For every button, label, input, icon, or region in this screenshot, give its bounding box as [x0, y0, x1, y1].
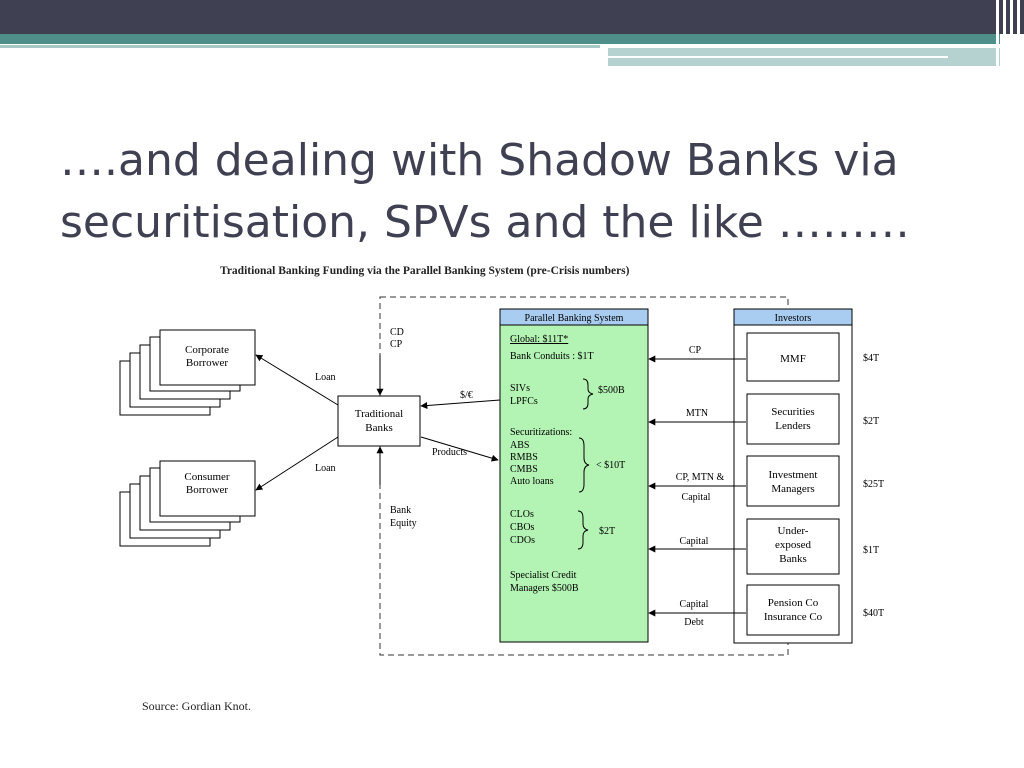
pbs-cbos: CBOs: [510, 522, 535, 533]
pbs-cmbs: CMBS: [510, 464, 538, 475]
corporate-borrower-label: Corporate: [185, 344, 229, 356]
pbs-box: [499, 324, 649, 643]
top-bar: [0, 0, 1024, 34]
investors-header: Investors: [775, 313, 812, 324]
pbs-global: Global: $11T*: [510, 334, 568, 345]
investor-inv-box: [746, 455, 840, 507]
source-note: Source: Gordian Knot.: [142, 699, 251, 713]
flow-cp-mtn: CP, MTN &: [676, 472, 725, 483]
corner-stripe: [1010, 0, 1013, 70]
investor-pension: Insurance Co: [764, 611, 823, 623]
flow-capital: Capital: [680, 536, 709, 547]
accent-line-white: [608, 56, 948, 58]
traditional-banks-label: Traditional: [355, 408, 404, 420]
investor-inv: Investment: [769, 469, 818, 481]
pbs-clo-value: $2T: [599, 526, 615, 537]
investor-sec-box: [746, 393, 840, 445]
diagram-heading: Traditional Banking Funding via the Para…: [220, 265, 630, 277]
flow-capital: Capital: [682, 492, 711, 503]
pbs-header: Parallel Banking System: [525, 313, 624, 324]
cd-label: CD: [390, 327, 404, 338]
consumer-borrower-stack: [119, 460, 256, 547]
bank-equity-label: Equity: [390, 518, 417, 529]
fx-label: $/€: [460, 390, 473, 401]
fx-flow-arrow: [420, 399, 501, 410]
accent-stripe: [0, 34, 1000, 44]
investor-pension-box: [746, 584, 840, 636]
traditional-banks-box: [337, 395, 421, 447]
amount-sec: $2T: [863, 416, 879, 427]
amount-pension: $40T: [863, 608, 884, 619]
cp-label: CP: [390, 339, 403, 350]
pbs-rmbs: RMBS: [510, 452, 538, 463]
amount-inv: $25T: [863, 479, 884, 490]
investor-under: Under-: [778, 525, 809, 537]
pbs-clos: CLOs: [510, 509, 534, 520]
investor-mmf: MMF: [780, 353, 806, 365]
pbs-cdos: CDOs: [510, 535, 535, 546]
investor-sec: Lenders: [775, 420, 810, 432]
bank-equity-label: Bank: [390, 505, 411, 516]
corner-stripe: [996, 0, 999, 70]
flow-debt: Debt: [684, 617, 704, 628]
amount-mmf: $4T: [863, 353, 879, 364]
amount-under: $1T: [863, 545, 879, 556]
pbs-sec-value: < $10T: [596, 460, 625, 471]
parallel-banking-diagram: Traditional Banking Funding via the Para…: [119, 265, 884, 713]
loan-label: Loan: [315, 372, 336, 383]
pbs-bank-conduits: Bank Conduits : $1T: [510, 351, 594, 362]
loan-arrow-consumer: [255, 436, 339, 491]
investor-mmf-box: [746, 332, 840, 382]
pbs-brace: [577, 510, 589, 550]
products-flow-arrow: [420, 436, 499, 462]
products-label: Products: [432, 447, 467, 458]
investor-under: exposed: [775, 539, 812, 551]
pbs-specialist: Managers $500B: [510, 583, 579, 594]
loan-arrow-corporate: [255, 354, 339, 406]
flow-capital: Capital: [680, 599, 709, 610]
slide-title: ….and dealing with Shadow Banks via secu…: [60, 130, 960, 254]
pbs-sivs: SIVs: [510, 383, 530, 394]
pbs-auto: Auto loans: [510, 476, 554, 487]
pbs-sivs-value: $500B: [598, 385, 625, 396]
title-line: securitisation, SPVs and the like ………: [60, 197, 910, 248]
investor-inv: Managers: [771, 483, 814, 495]
consumer-borrower-label: Borrower: [186, 484, 228, 496]
corner-stripe: [1003, 0, 1006, 70]
corporate-borrower-stack: [119, 329, 256, 416]
loan-label: Loan: [315, 463, 336, 474]
flow-cp: CP: [689, 345, 702, 356]
corner-stripe: [1017, 0, 1020, 70]
pbs-securitizations: Securitizations:: [510, 427, 572, 438]
investor-pension: Pension Co: [768, 597, 819, 609]
corporate-borrower-label: Borrower: [186, 357, 228, 369]
flow-mtn: MTN: [686, 408, 708, 419]
accent-line: [0, 45, 600, 48]
pbs-brace: [578, 437, 590, 493]
investor-under-box: [746, 518, 840, 575]
consumer-borrower-label: Consumer: [184, 471, 230, 483]
investor-sec: Securities: [771, 406, 814, 418]
pbs-lpfcs: LPFCs: [510, 396, 538, 407]
investor-under: Banks: [779, 553, 807, 565]
pbs-brace: [582, 378, 594, 410]
traditional-banks-label: Banks: [365, 422, 393, 434]
title-line: ….and dealing with Shadow Banks via: [60, 135, 899, 186]
pbs-specialist: Specialist Credit: [510, 570, 577, 581]
pbs-abs: ABS: [510, 440, 529, 451]
